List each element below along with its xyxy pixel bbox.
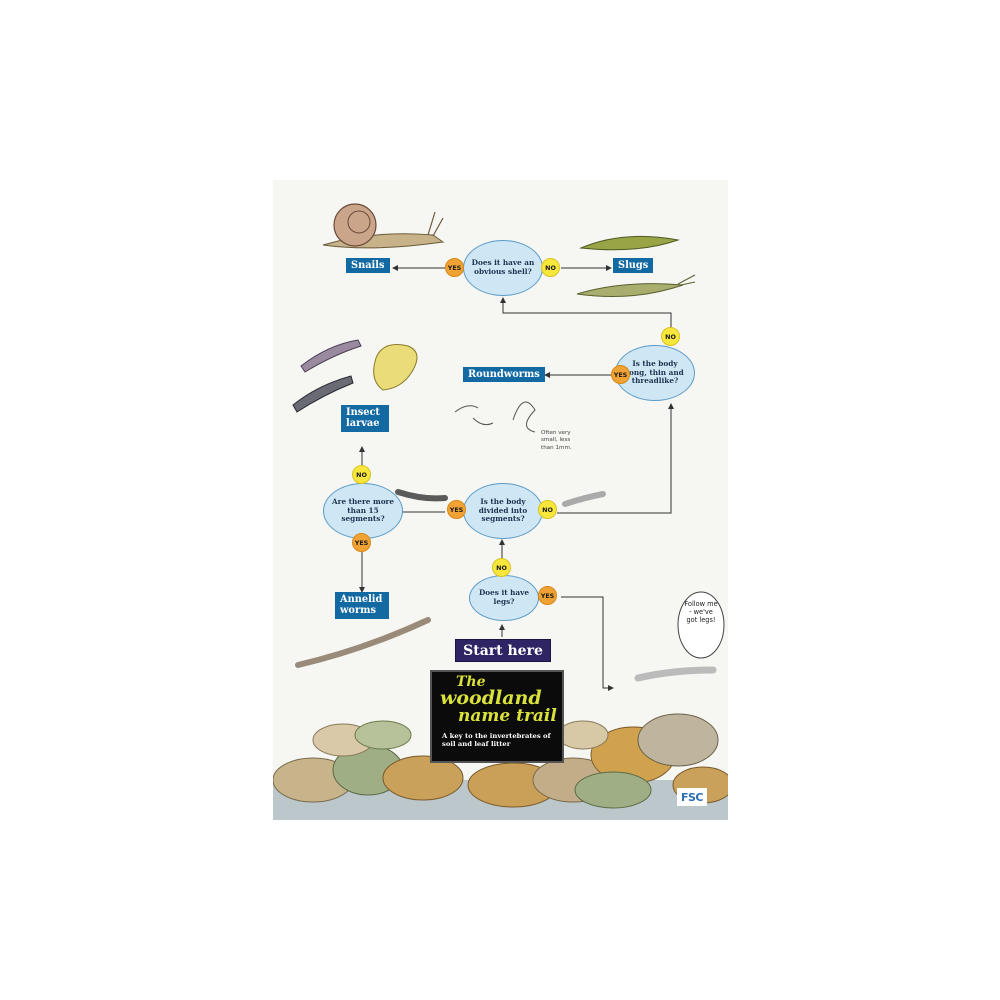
speech-text: Follow me - we've got legs! xyxy=(684,600,718,625)
millipede-illustration xyxy=(634,666,717,682)
title-the: The xyxy=(456,674,486,690)
fsc-logo: FSC xyxy=(677,788,707,806)
slug-illustration xyxy=(576,235,696,298)
key-card: Does it have an obvious shell? Is the bo… xyxy=(273,180,728,820)
result-slugs: Slugs xyxy=(613,258,654,274)
yes-legs: YES xyxy=(538,586,557,605)
title-woodland: woodland xyxy=(440,687,542,709)
title-subtitle: A key to the invertebrates of soil and l… xyxy=(442,732,551,749)
roundworm-note: Often very small, less than 1mm. xyxy=(541,430,572,451)
result-insect-larvae: Insect larvae xyxy=(341,405,389,432)
result-roundworms: Roundworms xyxy=(463,367,545,383)
result-snails: Snails xyxy=(346,258,390,274)
question-segments: Is the body divided into segments? xyxy=(463,483,543,539)
result-annelid-worms: Annelid worms xyxy=(335,592,389,619)
snail-illustration xyxy=(322,203,445,249)
no-shell: NO xyxy=(541,258,560,277)
no-fifteen: NO xyxy=(352,465,371,484)
no-legs: NO xyxy=(492,558,511,577)
no-segments: NO xyxy=(538,500,557,519)
question-fifteen-segments: Are there more than 15 segments? xyxy=(323,483,403,539)
roundworm-illustration xyxy=(454,401,536,433)
question-legs: Does it have legs? xyxy=(469,575,539,621)
question-shell: Does it have an obvious shell? xyxy=(463,240,543,296)
speech-bubble xyxy=(677,591,725,659)
leaf-litter-illustration xyxy=(273,713,728,820)
title-panel: The woodland name trail A key to the inv… xyxy=(430,670,564,763)
yes-segments: YES xyxy=(447,500,466,519)
no-long: NO xyxy=(661,327,680,346)
title-name-trail: name trail xyxy=(458,706,557,726)
yes-fifteen: YES xyxy=(352,533,371,552)
larvae-illustration xyxy=(292,339,418,413)
start-here-label: Start here xyxy=(455,639,551,662)
yes-shell: YES xyxy=(445,258,464,277)
yes-long: YES xyxy=(611,365,630,384)
key-illustration xyxy=(273,203,728,820)
segmented-worm-illustration xyxy=(295,489,606,668)
